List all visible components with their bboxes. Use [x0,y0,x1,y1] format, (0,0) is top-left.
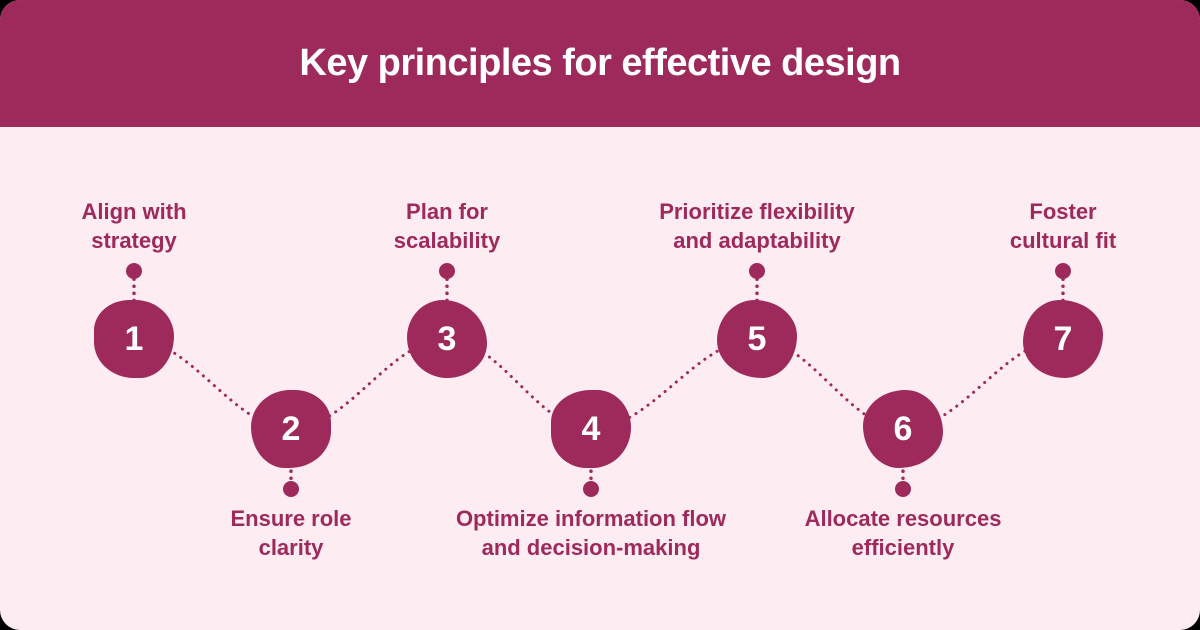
node-1-label-line1: Align with [81,199,187,224]
node-2-label-line2: clarity [258,535,324,560]
node-6-label-line1: Allocate resources [804,506,1002,531]
node-3-number: 3 [437,319,457,358]
node-7-label: Foster cultural fit [893,197,1200,255]
pin-dot-1 [126,263,142,279]
node-4-label-line1: Optimize information flow [455,506,727,531]
page-title: Key principles for effective design [299,42,901,84]
node-6-number: 6 [893,409,913,448]
pin-dot-7 [1055,263,1071,279]
node-7-blob: 7 [1023,300,1103,378]
node-7-label-line1: Foster [1029,199,1097,224]
pin-dot-2 [283,481,299,497]
header-banner: Key principles for effective design [0,0,1200,127]
node-1-label: Align with strategy [0,197,304,255]
node-1-label-line2: strategy [91,228,177,253]
node-5-label-line1: Prioritize flexibility [659,199,855,224]
node-4-label: Optimize information flow and decision-m… [421,504,761,562]
node-7-number: 7 [1053,319,1073,358]
node-5-blob: 5 [717,300,797,378]
pin-dot-3 [439,263,455,279]
node-3-label-line2: scalability [393,228,501,253]
node-3-label-line1: Plan for [406,199,488,224]
node-5-number: 5 [747,319,767,358]
node-2-blob: 2 [251,390,331,468]
node-2-number: 2 [281,409,301,448]
pin-dot-4 [583,481,599,497]
node-4-number: 4 [581,409,601,448]
node-3-blob: 3 [407,300,487,378]
node-5-label-line2: and adaptability [673,228,841,253]
node-2-label-line1: Ensure role [230,506,352,531]
node-3-label: Plan for scalability [277,197,617,255]
pin-dot-5 [749,263,765,279]
node-7-label-line2: cultural fit [1009,228,1117,253]
node-2-label: Ensure role clarity [121,504,461,562]
pin-dot-6 [895,481,911,497]
node-6-label: Allocate resources efficiently [733,504,1073,562]
node-6-label-line2: efficiently [851,535,955,560]
node-6-blob: 6 [863,390,943,468]
node-4-label-line2: and decision-making [481,535,701,560]
node-5-label: Prioritize flexibility and adaptability [587,197,927,255]
node-4-blob: 4 [551,390,631,468]
node-1-blob: 1 [94,300,174,378]
node-1-number: 1 [124,319,144,358]
